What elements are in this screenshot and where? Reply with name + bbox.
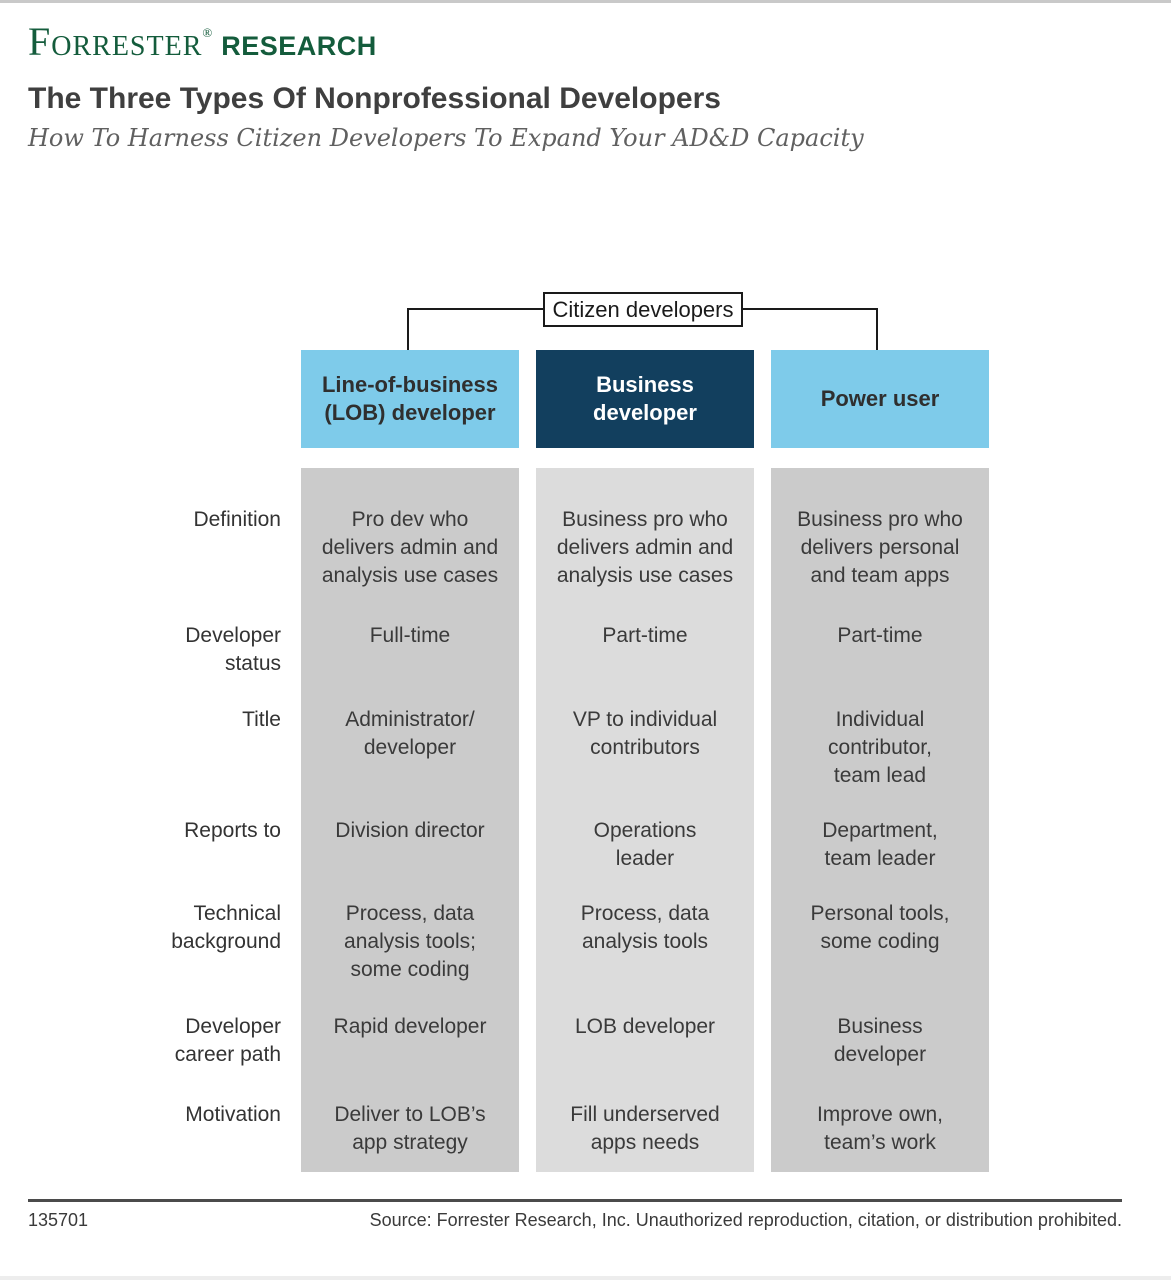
cell-lob-technical-background: Process, data analysis tools; some codin… [344, 902, 476, 981]
cell-power-definition: Business pro who delivers personal and t… [797, 508, 963, 587]
column-header-lob-developer: Line-of-business (LOB) developer [301, 350, 519, 448]
cell-power-reports-to: Department, team leader [822, 819, 938, 870]
page-title: The Three Types Of Nonprofessional Devel… [28, 82, 721, 115]
cell-power-developer-status: Part-time [837, 624, 923, 647]
cell-business-developer-career-path: LOB developer [574, 1015, 716, 1038]
connector-line-left-vertical [407, 308, 409, 350]
research-wordmark: RESEARCH [221, 31, 377, 61]
figure-number: 135701 [28, 1210, 89, 1230]
row-label-title: Title [242, 708, 281, 731]
cell-lob-developer-career-path: Rapid developer [333, 1015, 487, 1038]
cell-lob-title: Administrator/ developer [345, 708, 475, 759]
footer-divider [28, 1199, 1122, 1202]
cell-lob-motivation: Deliver to LOB’s app strategy [334, 1103, 486, 1154]
connector-line-right-horizontal [741, 308, 878, 310]
connector-line-right-vertical [876, 308, 878, 350]
cell-lob-developer-status: Full-time [369, 624, 451, 647]
bottom-border [0, 1276, 1171, 1280]
cell-business-developer-status: Part-time [602, 624, 688, 647]
cell-power-motivation: Improve own, team’s work [816, 1103, 944, 1154]
cell-lob-definition: Pro dev who delivers admin and analysis … [321, 508, 499, 587]
row-label-developer-status: Developer status [185, 624, 281, 675]
column-header-business-developer: Business developer [536, 350, 754, 448]
cell-power-technical-background: Personal tools, some coding [810, 902, 950, 953]
registered-trademark-symbol: ® [202, 25, 213, 40]
column-header-power-user: Power user [771, 350, 989, 448]
forrester-wordmark: Forrester [28, 19, 203, 64]
cell-business-title: VP to individual contributors [572, 708, 718, 759]
cell-lob-reports-to: Division director [335, 819, 485, 842]
forrester-logo: Forrester® RESEARCH [28, 18, 377, 65]
column-body-business-developer [536, 468, 754, 1172]
top-border [0, 0, 1171, 3]
column-body-lob-developer [301, 468, 519, 1172]
cell-business-reports-to: Operations leader [593, 819, 697, 870]
source-note: Source: Forrester Research, Inc. Unautho… [369, 1210, 1122, 1230]
row-label-reports-to: Reports to [184, 819, 281, 842]
citizen-developers-box: Citizen developers [543, 292, 743, 327]
row-label-definition: Definition [193, 508, 281, 531]
cell-business-technical-background: Process, data analysis tools [580, 902, 710, 953]
cell-business-motivation: Fill underserved apps needs [570, 1103, 720, 1154]
row-label-motivation: Motivation [185, 1103, 281, 1126]
row-label-developer-career-path: Developer career path [174, 1015, 281, 1066]
cell-business-definition: Business pro who delivers admin and anal… [556, 508, 734, 587]
citizen-developers-label: Citizen developers [552, 296, 734, 322]
cell-power-title: Individual contributor, team lead [828, 708, 932, 787]
column-body-power-user [771, 468, 989, 1172]
row-label-technical-background: Technical background [171, 902, 281, 953]
cell-power-developer-career-path: Business developer [833, 1015, 927, 1066]
page-subtitle: How To Harness Citizen Developers To Exp… [28, 124, 864, 152]
connector-line-left-horizontal [407, 308, 544, 310]
